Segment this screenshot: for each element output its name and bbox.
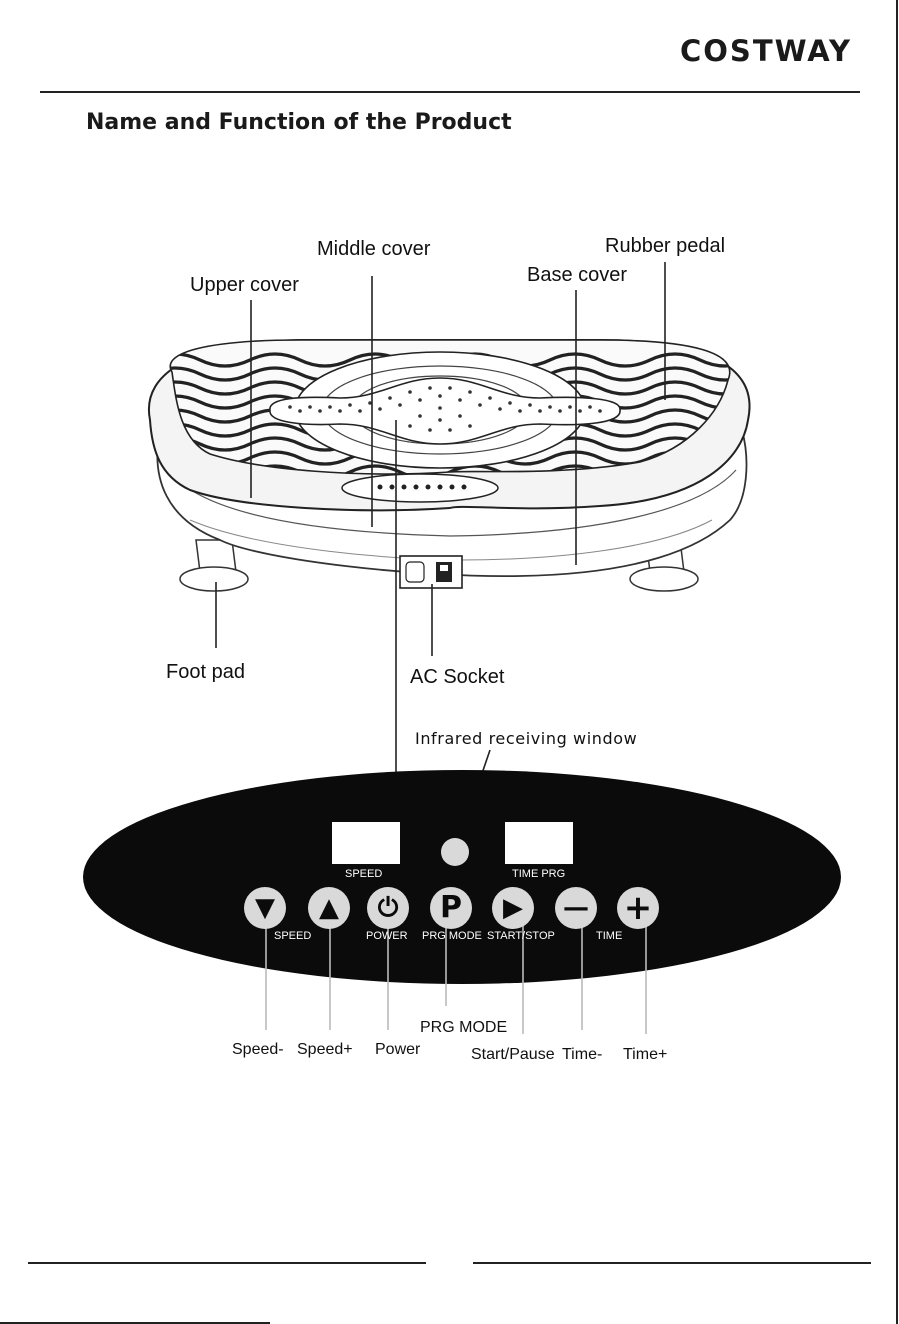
callout-prg-mode: PRG MODE — [420, 1019, 507, 1037]
label-upper-cover: Upper cover — [190, 274, 299, 297]
power-icon: ⏻ — [378, 895, 399, 921]
page-edge — [896, 0, 898, 1324]
time-display — [505, 822, 573, 864]
speed-display — [332, 822, 400, 864]
label-foot-pad: Foot pad — [166, 661, 245, 684]
footer-rule-left — [28, 1262, 426, 1264]
play-pause-icon: ▶ — [503, 895, 523, 921]
label-infrared-window: Infrared receiving window — [415, 729, 637, 748]
panel-button-label: SPEED — [274, 930, 311, 942]
callout-time-plus: Time+ — [623, 1046, 667, 1064]
panel-button-label: TIME — [596, 930, 622, 942]
callout-time-minus: Time- — [562, 1046, 602, 1064]
footer-rule-right — [473, 1262, 871, 1264]
panel-button-4[interactable]: P — [430, 887, 472, 929]
panel-button-7[interactable]: + — [617, 887, 659, 929]
callout-start-pause: Start/Pause — [471, 1046, 555, 1064]
panel-button-2[interactable]: ▲ — [308, 887, 350, 929]
triangle-down-icon: ▼ — [255, 895, 275, 921]
label-rubber-pedal: Rubber pedal — [605, 235, 725, 258]
panel-button-1[interactable]: ▼ — [244, 887, 286, 929]
plus-icon: + — [624, 891, 653, 925]
panel-button-label: START/STOP — [487, 930, 555, 942]
label-base-cover: Base cover — [527, 264, 627, 287]
panel-button-6[interactable]: — — [555, 887, 597, 929]
label-middle-cover: Middle cover — [317, 238, 430, 261]
triangle-up-icon: ▲ — [319, 895, 339, 921]
panel-button-label: PRG MODE — [422, 930, 482, 942]
callout-power: Power — [375, 1041, 420, 1059]
panel-button-label: POWER — [366, 930, 408, 942]
infrared-window — [441, 838, 469, 866]
label-ac-socket: AC Socket — [410, 666, 504, 689]
panel-button-5[interactable]: ▶ — [492, 887, 534, 929]
callout-speed-plus: Speed+ — [297, 1041, 353, 1059]
panel-button-3[interactable]: ⏻ — [367, 887, 409, 929]
control-panel-closeup — [83, 770, 841, 984]
p-letter-icon: P — [440, 893, 462, 923]
front-control-panel — [342, 474, 498, 502]
callout-speed-minus: Speed- — [232, 1041, 284, 1059]
display-label-time: TIME PRG — [512, 868, 565, 880]
minus-icon: — — [563, 895, 589, 921]
ac-socket — [400, 556, 462, 588]
display-label-speed: SPEED — [345, 868, 382, 880]
